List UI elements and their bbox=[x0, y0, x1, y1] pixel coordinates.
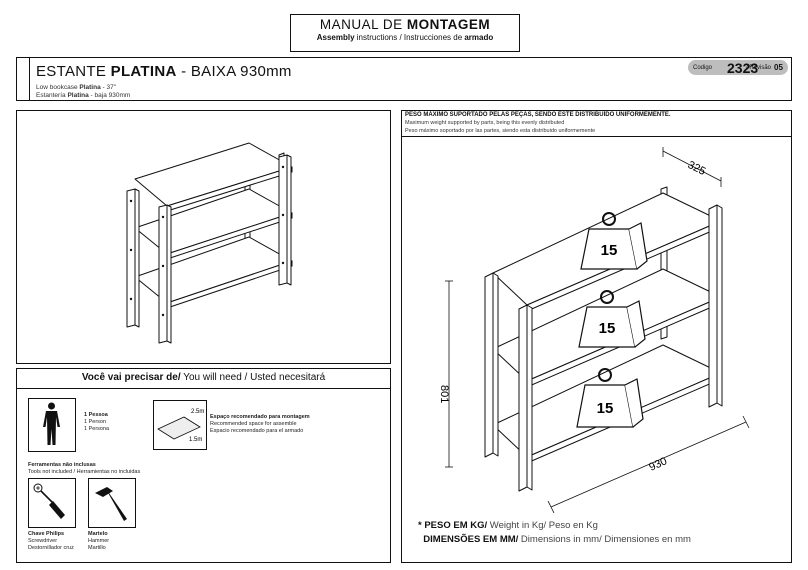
space-pt: Espaço recomendado para montagem bbox=[210, 414, 310, 420]
space-text: Espaço recomendado para montagem Recomme… bbox=[210, 414, 310, 435]
requirements-title-bold: Você vai precisar de/ bbox=[81, 372, 181, 383]
people-en: 1 Person bbox=[84, 419, 107, 425]
screwdriver-es: Destornillador cruz bbox=[28, 545, 74, 551]
product-name-en: Low bookcase Platina - 37" bbox=[36, 84, 116, 91]
product-es-part2: Platina bbox=[67, 92, 89, 99]
legend-weight-rest: Weight in Kg/ Peso en Kg bbox=[487, 520, 598, 531]
screwdriver-pt: Chave Philips bbox=[28, 531, 65, 537]
manual-title-part1: MANUAL DE bbox=[319, 17, 407, 32]
weight-label-bottom: 15 bbox=[597, 400, 614, 417]
hammer-icon bbox=[95, 487, 127, 521]
subtitle-assembly: Assembly bbox=[316, 33, 355, 42]
bookcase-illustration bbox=[126, 142, 293, 344]
screwdriver-en: Screwdriver bbox=[28, 538, 58, 544]
space-icon-box: 2.5m 1.5m bbox=[153, 400, 207, 450]
floor-space-icon: 2.5m 1.5m bbox=[157, 409, 204, 443]
manual-title-box: MANUAL DE MONTAGEM Assembly instructions… bbox=[290, 14, 520, 52]
load-warning-divider bbox=[401, 136, 792, 137]
requirements-title: Você vai precisar de/ You will need / Us… bbox=[16, 372, 391, 383]
tools-heading: Ferramentas não inclusas Tools not inclu… bbox=[28, 462, 140, 476]
product-en-part2: Platina bbox=[79, 84, 101, 91]
product-es-part3: - baja 930mm bbox=[88, 92, 131, 99]
product-es-part1: Estantería bbox=[36, 92, 68, 99]
product-header bbox=[16, 57, 792, 101]
people-pt: 1 Pessoa bbox=[84, 412, 108, 418]
height-dimension: 801 bbox=[438, 385, 450, 403]
manual-title-part2: MONTAGEM bbox=[406, 17, 491, 32]
screwdriver-text: Chave Philips Screwdriver Destornillador… bbox=[28, 531, 74, 552]
person-icon bbox=[43, 402, 60, 445]
revision-value: 05 bbox=[774, 63, 783, 72]
weight-label-middle: 15 bbox=[599, 320, 616, 337]
screwdriver-icon-box bbox=[28, 478, 76, 528]
legend-dimensions-bold: DIMENSÕES EM MM/ bbox=[423, 534, 519, 545]
subtitle-armado: armado bbox=[464, 33, 494, 42]
code-value: 2323 bbox=[727, 60, 759, 76]
legend-dimensions: DIMENSÕES EM MM/ Dimensions in mm/ Dimen… bbox=[418, 534, 691, 545]
requirements-divider bbox=[16, 388, 391, 389]
dimension-lines bbox=[445, 147, 750, 514]
hammer-pt: Martelo bbox=[88, 531, 108, 537]
product-name-part1: ESTANTE bbox=[36, 63, 111, 80]
code-badge bbox=[688, 60, 788, 75]
weight-label-top: 15 bbox=[601, 242, 618, 259]
tools-pt: Ferramentas não inclusas bbox=[28, 462, 96, 468]
weight-icons: 15 15 15 bbox=[576, 212, 648, 428]
hammer-en: Hammer bbox=[88, 538, 110, 544]
tools-en: Tools not included / Herramientas no inc… bbox=[28, 469, 141, 475]
people-text: 1 Pessoa 1 Person 1 Persona bbox=[84, 412, 109, 433]
product-name: ESTANTE PLATINA - BAIXA 930mm bbox=[36, 63, 292, 80]
manual-title: MANUAL DE MONTAGEM bbox=[291, 17, 519, 33]
requirements-title-rest: You will need / Usted necesitará bbox=[180, 372, 326, 383]
load-warning-es: Peso máximo soportado por las partes, si… bbox=[405, 128, 596, 134]
product-illustration-panel bbox=[16, 110, 391, 364]
depth-dimension: 325 bbox=[686, 159, 708, 178]
hammer-es: Martillo bbox=[88, 545, 106, 551]
revision-label: / Revisão bbox=[746, 65, 772, 71]
load-warning-en: Maximum weight supported by parts, being… bbox=[405, 120, 565, 126]
space-en: Recommended space for assemble bbox=[210, 421, 297, 427]
product-name-es: Estantería Platina - baja 930mm bbox=[36, 92, 130, 99]
bookcase-dimension-drawing: 15 15 15 325 801 930 bbox=[438, 147, 750, 514]
product-header-tab bbox=[16, 57, 30, 101]
hammer-icon-box bbox=[88, 478, 136, 528]
code-label: Codigo bbox=[693, 65, 713, 71]
product-en-part3: - 37" bbox=[100, 84, 117, 91]
person-icon-box bbox=[28, 398, 76, 452]
product-name-part3: - BAIXA 930mm bbox=[176, 63, 292, 80]
hammer-text: Martelo Hammer Martillo bbox=[88, 531, 109, 552]
weight-icon-middle: 15 bbox=[578, 290, 646, 348]
manual-subtitle: Assembly instructions / Instrucciones de… bbox=[291, 33, 519, 43]
load-warning-pt: PESO MÁXIMO SUPORTADO PELAS PEÇAS, SENDO… bbox=[405, 112, 671, 118]
legend-dimensions-rest: Dimensions in mm/ Dimensiones en mm bbox=[518, 534, 691, 545]
product-name-part2: PLATINA bbox=[110, 63, 177, 80]
space-es: Espacio recomendado para el armado bbox=[210, 428, 304, 434]
space-depth-label: 1.5m bbox=[189, 437, 202, 443]
legend-weight-bold: * PESO EM KG/ bbox=[418, 520, 488, 531]
weight-icon-top: 15 bbox=[580, 212, 648, 270]
subtitle-middle: instructions / Instrucciones de bbox=[354, 33, 465, 42]
weight-icon-bottom: 15 bbox=[576, 368, 644, 428]
screwdriver-icon bbox=[33, 483, 65, 519]
product-en-part1: Low bookcase bbox=[36, 84, 80, 91]
width-dimension: 930 bbox=[647, 455, 669, 473]
space-width-label: 2.5m bbox=[191, 409, 204, 415]
legend-weight: * PESO EM KG/ Weight in Kg/ Peso en Kg bbox=[418, 520, 598, 531]
people-es: 1 Persona bbox=[84, 426, 110, 432]
